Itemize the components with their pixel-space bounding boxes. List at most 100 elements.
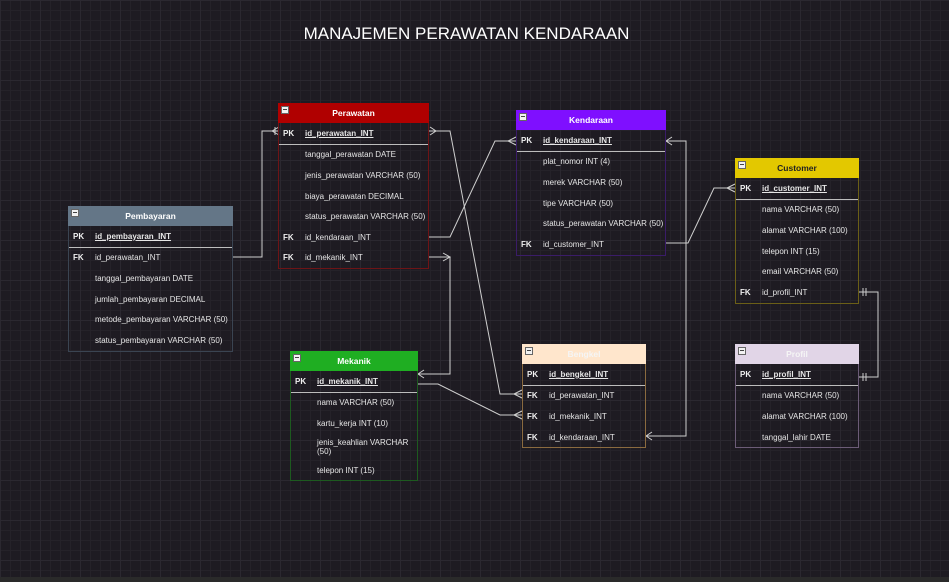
rel-kendaraan-customer bbox=[666, 187, 735, 244]
table-row[interactable]: jumlah_pembayaran DECIMAL bbox=[69, 289, 232, 310]
collapse-icon[interactable] bbox=[738, 347, 746, 355]
table-row[interactable]: plat_nomor INT (4) bbox=[517, 152, 665, 173]
table-row[interactable]: status_perawatan VARCHAR (50) bbox=[279, 206, 428, 227]
table-row[interactable]: telepon INT (15) bbox=[736, 241, 858, 262]
key-label: PK bbox=[73, 231, 85, 241]
key-label: FK bbox=[527, 432, 538, 442]
table-row[interactable]: merek VARCHAR (50) bbox=[517, 172, 665, 193]
table-header[interactable]: Kendaraan bbox=[516, 110, 666, 130]
table-header[interactable]: Customer bbox=[735, 158, 859, 178]
field-name: id_perawatan_INT bbox=[95, 253, 161, 263]
field-name: tanggal_lahir DATE bbox=[762, 432, 831, 442]
table-header[interactable]: Pembayaran bbox=[68, 206, 233, 226]
table-row[interactable]: alamat VARCHAR (100) bbox=[736, 220, 858, 241]
table-name: Bengkel bbox=[567, 349, 601, 359]
collapse-icon[interactable] bbox=[281, 106, 289, 114]
table-row[interactable]: tanggal_lahir DATE bbox=[736, 427, 858, 448]
table-row[interactable]: jenis_perawatan VARCHAR (50) bbox=[279, 165, 428, 186]
field-name: status_pembayaran VARCHAR (50) bbox=[95, 335, 223, 345]
table-row[interactable]: FK id_kendaraan_INT bbox=[279, 227, 428, 248]
field-name: alamat VARCHAR (100) bbox=[762, 225, 848, 235]
collapse-icon[interactable] bbox=[71, 209, 79, 217]
table-row[interactable]: tanggal_pembayaran DATE bbox=[69, 268, 232, 289]
key-label: FK bbox=[283, 253, 294, 263]
rel-end-crow bbox=[513, 410, 523, 420]
field-name: id_customer_INT bbox=[543, 239, 604, 249]
table-row[interactable]: tanggal_perawatan DATE bbox=[279, 145, 428, 166]
field-name: tanggal_perawatan DATE bbox=[305, 150, 397, 160]
table-row[interactable]: tipe VARCHAR (50) bbox=[517, 193, 665, 214]
collapse-icon[interactable] bbox=[293, 354, 301, 362]
table-row[interactable]: nama VARCHAR (50) bbox=[291, 393, 417, 414]
table-header[interactable]: Bengkel bbox=[522, 344, 646, 364]
table-row[interactable]: alamat VARCHAR (100) bbox=[736, 406, 858, 427]
rel-end-crow bbox=[271, 126, 280, 136]
table-row[interactable]: status_pembayaran VARCHAR (50) bbox=[69, 330, 232, 351]
field-name: email VARCHAR (50) bbox=[762, 267, 839, 277]
key-label: FK bbox=[283, 232, 294, 242]
rel-perawatan-bengkel bbox=[429, 130, 522, 395]
field-name: id_kendaraan_INT bbox=[543, 135, 612, 145]
table-name: Mekanik bbox=[337, 356, 371, 366]
table-row[interactable]: kartu_kerja INT (10) bbox=[291, 413, 417, 434]
rel-perawatan-kendaraan bbox=[429, 140, 516, 238]
diagram-title: MANAJEMEN PERAWATAN KENDARAAN bbox=[303, 24, 630, 43]
collapse-icon[interactable] bbox=[738, 161, 746, 169]
key-label: PK bbox=[740, 369, 752, 379]
rel-kendaraan-bengkel bbox=[646, 140, 687, 437]
collapse-icon[interactable] bbox=[525, 347, 533, 355]
rel-end-crow bbox=[645, 136, 673, 441]
table-row[interactable]: jenis_keahlian VARCHAR (50) bbox=[291, 434, 417, 460]
table-row[interactable]: biaya_perawatan DECIMAL bbox=[279, 186, 428, 207]
field-name: jenis_keahlian VARCHAR (50) bbox=[317, 437, 409, 456]
table-header[interactable]: Profil bbox=[735, 344, 859, 364]
rel-end-crow bbox=[726, 183, 736, 193]
field-name: id_customer_INT bbox=[762, 183, 827, 193]
field-name: telepon INT (15) bbox=[762, 246, 820, 256]
field-name: kartu_kerja INT (10) bbox=[317, 418, 388, 428]
key-label: FK bbox=[527, 411, 538, 421]
field-name: nama VARCHAR (50) bbox=[317, 398, 395, 408]
table-row[interactable]: metode_pembayaran VARCHAR (50) bbox=[69, 309, 232, 330]
collapse-icon[interactable] bbox=[519, 113, 527, 121]
table-row[interactable]: email VARCHAR (50) bbox=[736, 261, 858, 282]
field-name: status_perawatan VARCHAR (50) bbox=[305, 212, 426, 222]
table-header[interactable]: Mekanik bbox=[290, 351, 418, 371]
field-name: id_kendaraan_INT bbox=[305, 232, 371, 242]
rel-perawatan-mekanik bbox=[418, 256, 451, 375]
field-name: metode_pembayaran VARCHAR (50) bbox=[95, 315, 228, 325]
table-row[interactable]: telepon INT (15) bbox=[291, 460, 417, 481]
table-row[interactable]: nama VARCHAR (50) bbox=[736, 200, 858, 221]
field-name: status_perawatan VARCHAR (50) bbox=[543, 219, 664, 229]
table-name: Perawatan bbox=[332, 108, 375, 118]
canvas-footer-bar bbox=[0, 577, 949, 582]
table-row[interactable]: status_perawatan VARCHAR (50) bbox=[517, 213, 665, 234]
table-row[interactable]: nama VARCHAR (50) bbox=[736, 386, 858, 407]
table-header[interactable]: Perawatan bbox=[278, 103, 429, 123]
